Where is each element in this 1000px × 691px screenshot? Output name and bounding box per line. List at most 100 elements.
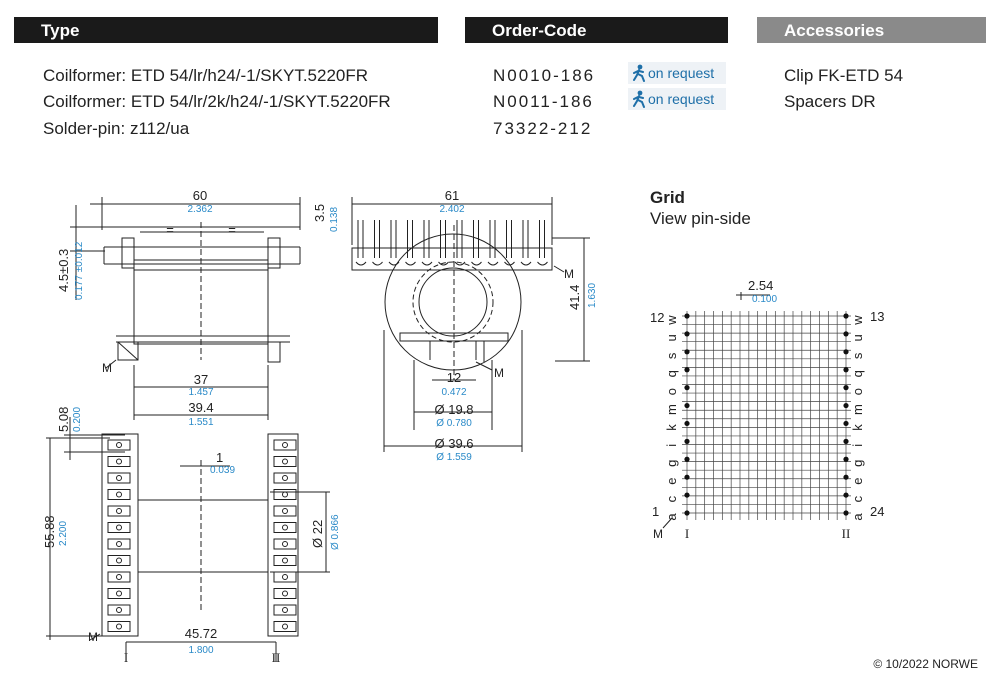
type-label: Solder-pin: <box>43 119 126 138</box>
row-letter: c <box>850 495 865 502</box>
pin-outline <box>107 505 131 517</box>
walking-person-icon <box>633 90 645 108</box>
pin-outline <box>107 522 131 533</box>
row-letter: m <box>664 404 679 415</box>
pin-dot <box>843 402 849 409</box>
pin-dot <box>684 349 690 355</box>
row-letter: e <box>664 478 679 485</box>
grid-subtitle: View pin-side <box>650 209 751 228</box>
side-pin <box>421 220 433 266</box>
pin-dot <box>843 438 849 444</box>
accessory-item: Spacers DR <box>784 92 876 111</box>
grid-row-I: I <box>685 526 689 541</box>
front-height-mm: 4.5±0.3 <box>56 249 71 292</box>
row-II-label: II <box>272 650 281 665</box>
side-dia1-mm: Ø 19.8 <box>434 402 473 417</box>
pin-grid <box>682 311 851 520</box>
pin-hole <box>282 574 288 580</box>
grid-pitch-in: 0.100 <box>752 294 777 305</box>
pin-dot <box>684 367 690 373</box>
pin-hole <box>282 623 288 630</box>
pin-hole <box>116 574 122 580</box>
row-letter: i <box>850 444 865 447</box>
front-outer-mm: 39.4 <box>188 400 213 415</box>
front-height-in: 0.177 ±0.012 <box>74 241 85 300</box>
order-code-1: N0010-186 <box>493 66 596 85</box>
side-pin <box>372 220 383 266</box>
side-pin <box>454 220 466 266</box>
front-thick-in: 0.138 <box>329 207 340 232</box>
accessory-item: Clip FK-ETD 54 <box>784 66 904 85</box>
pin-hole <box>282 590 288 597</box>
pin-outline <box>107 555 131 566</box>
pin-dot <box>684 420 690 427</box>
row-letter: u <box>850 334 865 341</box>
bottom-height-in: 2.200 <box>58 521 69 546</box>
side-pin <box>405 220 416 266</box>
bottom-pin-in: 0.039 <box>210 465 235 476</box>
bottom-dia-mm: Ø 22 <box>310 520 325 548</box>
type-value: z112/ua <box>129 119 190 138</box>
eq-mark: = <box>228 222 236 237</box>
side-dia1-in: Ø 0.780 <box>436 418 472 429</box>
pin-dot <box>684 510 690 516</box>
pin-outline <box>107 489 131 500</box>
row-letter: o <box>664 388 679 395</box>
grid-row-II: II <box>842 526 851 541</box>
pin-dot <box>684 456 690 462</box>
pin-hole <box>282 524 288 531</box>
bottom-dia-in: Ø 0.866 <box>330 514 341 550</box>
pin-outline <box>273 439 297 451</box>
front-width-in: 2.362 <box>187 204 212 215</box>
type-row-3: Solder-pin: z112/ua <box>43 119 189 139</box>
front-thick-mm: 3.5 <box>312 204 327 222</box>
pin-hole <box>116 508 122 514</box>
pin-dot <box>684 331 690 337</box>
side-height-mm: 41.4 <box>567 285 582 310</box>
row-letter: g <box>850 460 865 467</box>
pin-hole <box>282 557 288 564</box>
badge-label: on request <box>648 91 715 107</box>
grid-title: Grid <box>650 188 685 207</box>
pin-outline <box>107 472 131 484</box>
side-pin <box>471 220 482 266</box>
pin-dot <box>684 402 690 409</box>
on-request-badge[interactable]: on request <box>628 62 726 84</box>
pin-hole <box>116 541 122 547</box>
side-view <box>351 197 590 452</box>
on-request-badge[interactable]: on request <box>628 88 726 110</box>
pin-outline <box>107 588 131 599</box>
pin-dot <box>843 349 849 355</box>
side-pin <box>537 220 548 266</box>
row-letter: e <box>850 478 865 485</box>
pin-outline <box>273 538 297 550</box>
side-pin <box>388 220 400 266</box>
pin-outline <box>273 555 297 566</box>
pin-hole <box>116 458 122 465</box>
pin-dot <box>684 313 690 319</box>
pin-dot <box>684 492 690 498</box>
side-height-in: 1.630 <box>587 283 598 308</box>
front-mark: M <box>102 361 112 375</box>
pin-outline <box>273 522 297 533</box>
type-value: ETD 54/lr/2k/h24/-1/SKYT.5220FR <box>130 92 391 111</box>
row-letter: s <box>664 352 679 359</box>
accessories-header: Accessories <box>757 17 986 43</box>
side-dia2-in: Ø 1.559 <box>436 452 472 463</box>
type-row-1: Coilformer: ETD 54/lr/h24/-1/SKYT.5220FR <box>43 66 368 86</box>
row-letter: a <box>850 513 865 521</box>
type-row-2: Coilformer: ETD 54/lr/2k/h24/-1/SKYT.522… <box>43 92 391 112</box>
front-outer-in: 1.551 <box>188 417 213 428</box>
front-width-mm: 60 <box>193 188 207 203</box>
bottom-mark: M <box>88 630 98 644</box>
bottom-top-in: 0.200 <box>72 407 83 432</box>
pin-24-label: 24 <box>870 504 884 519</box>
order-code-header: Order-Code <box>465 17 728 43</box>
pin-outline <box>107 571 131 583</box>
row-letter: o <box>850 388 865 395</box>
pin-outline <box>107 621 131 632</box>
pin-dot <box>843 313 849 319</box>
side-slot-mm: 12 <box>447 370 461 385</box>
pin-outline <box>273 588 297 599</box>
